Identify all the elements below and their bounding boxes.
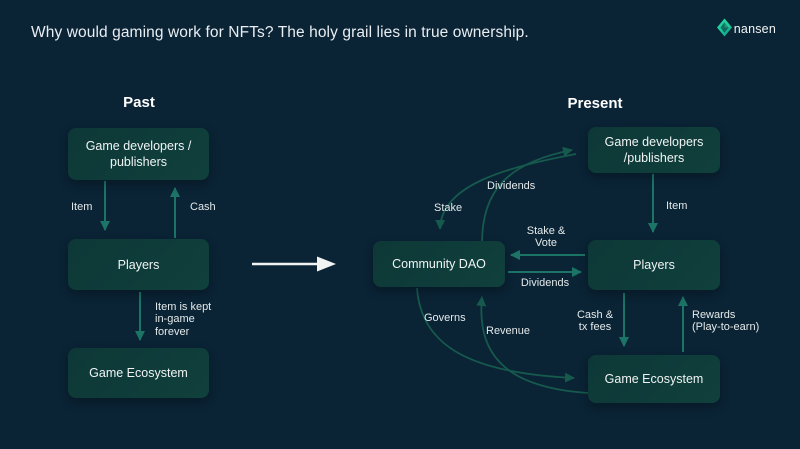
edge-label-present-governs: Governs (424, 312, 466, 324)
present-heading: Present (567, 95, 623, 112)
edge-label-present-dividends: Dividends (520, 277, 570, 289)
edge-label-present-rewards: Rewards (Play-to-earn) (692, 309, 760, 334)
past-heading: Past (123, 94, 155, 111)
nansen-diamond-icon (716, 18, 733, 37)
node-present-players: Players (588, 240, 720, 290)
edge-label-present-dividends-curve: Dividends (487, 180, 536, 192)
node-present-game-developers: Game developers /publishers (588, 127, 720, 173)
edge-label-present-revenue: Revenue (486, 325, 531, 337)
node-present-community-dao: Community DAO (373, 241, 505, 287)
node-past-players: Players (68, 239, 209, 290)
past-to-present-arrow (252, 256, 336, 272)
edge-label-past-item: Item (71, 201, 93, 213)
edge-label-present-stake-vote: Stake & Vote (526, 225, 566, 250)
nansen-wordmark: nansen (733, 22, 776, 36)
edge-label-present-stake: Stake (434, 202, 463, 214)
edge-label-past-cash: Cash (190, 201, 216, 213)
edge-label-present-cash-fees: Cash & tx fees (576, 309, 614, 334)
node-past-game-developers: Game developers / publishers (68, 128, 209, 180)
node-present-game-ecosystem: Game Ecosystem (588, 355, 720, 403)
edge-label-present-item: Item (666, 200, 688, 212)
node-past-game-ecosystem: Game Ecosystem (68, 348, 209, 398)
slide-title: Why would gaming work for NFTs? The holy… (31, 24, 529, 41)
nansen-logo: nansen (716, 18, 776, 37)
edge-label-past-kept: Item is kept in-game forever (155, 301, 212, 338)
